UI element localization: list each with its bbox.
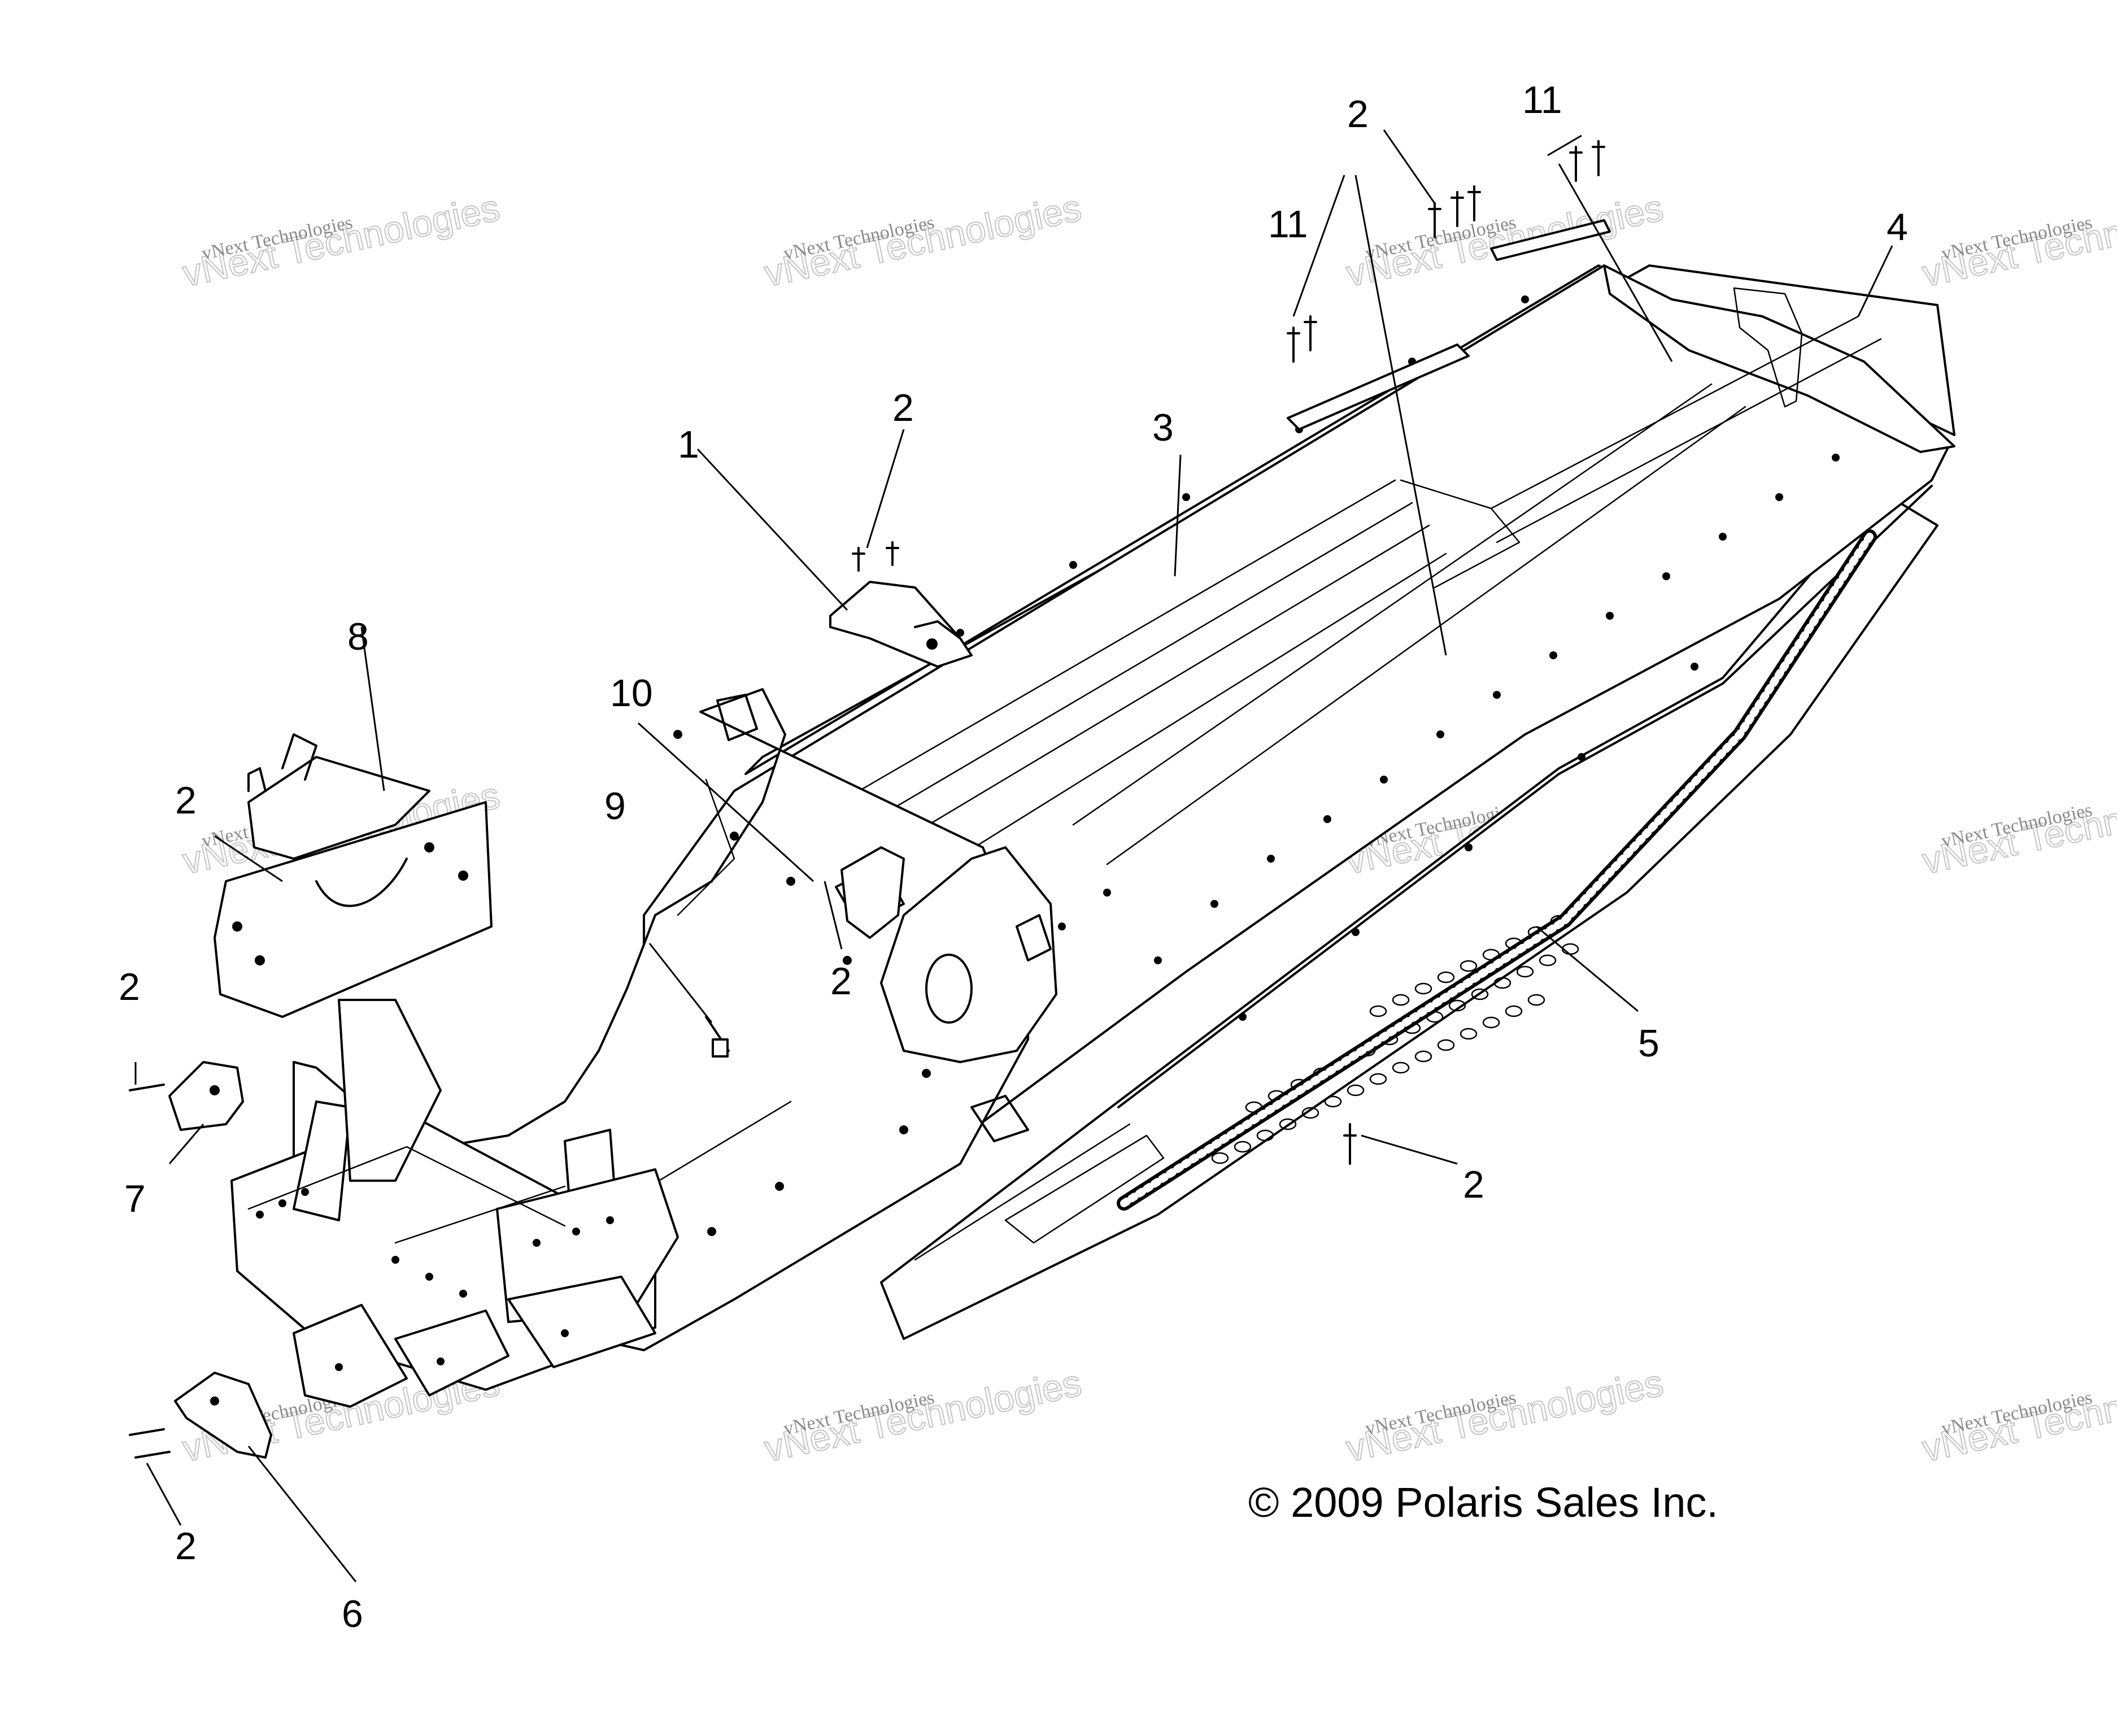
- watermark: vNext Technologies vNext Technologies: [178, 186, 504, 295]
- tunnel-rivets: [956, 295, 1840, 1021]
- watermark: vNext Technologies vNext Technologies: [1342, 1361, 1667, 1470]
- callout-10: 10: [610, 672, 653, 715]
- watermark: vNext Technologies vNext Technologies: [1918, 773, 2117, 882]
- copyright-notice: © 2009 Polaris Sales Inc.: [1248, 1479, 1718, 1526]
- callout-11: 11: [1268, 203, 1308, 246]
- watermark: vNext Technologies vNext Technologies: [1918, 1361, 2117, 1470]
- part-10-bracket: [840, 846, 905, 939]
- callout-2: 2: [175, 779, 197, 822]
- callout-2: 2: [119, 965, 140, 1008]
- part-1-bracket: [829, 541, 973, 668]
- part-7-bracket: [129, 1061, 244, 1131]
- part-8-bracket: [214, 733, 493, 1018]
- leader-lines: [134, 129, 1893, 1582]
- callout-3: 3: [1152, 406, 1174, 449]
- callout-2: 2: [830, 960, 852, 1003]
- callout-5: 5: [1638, 1022, 1659, 1065]
- watermark: vNext Technologies vNext Technologies: [760, 1361, 1086, 1470]
- callout-2: 2: [892, 386, 914, 429]
- callout-4: 4: [1887, 206, 1908, 249]
- callout-2: 2: [1347, 93, 1369, 136]
- callout-labels: 1 2 3 4 2 11 11 8 10 9 2 2 5 2 7 2 2 6: [119, 79, 1908, 1635]
- front-frame: [230, 999, 679, 1408]
- callout-2: 2: [175, 1525, 197, 1568]
- watermark: vNext Technologies vNext Technologies: [1918, 186, 2117, 295]
- part-9-bolt: [705, 1016, 730, 1058]
- callout-11: 11: [1522, 79, 1562, 121]
- fastener-2-bottom: [1343, 1123, 1357, 1165]
- callout-7: 7: [124, 1177, 146, 1220]
- part-11-rails: [1287, 140, 1611, 430]
- callout-6: 6: [342, 1593, 363, 1635]
- callout-9: 9: [604, 785, 626, 828]
- callout-8: 8: [347, 615, 369, 658]
- part-6-bracket: [129, 1372, 272, 1459]
- callout-2: 2: [1463, 1163, 1484, 1206]
- watermark: vNext Technologies vNext Technologies: [760, 186, 1086, 295]
- callout-1: 1: [678, 423, 699, 466]
